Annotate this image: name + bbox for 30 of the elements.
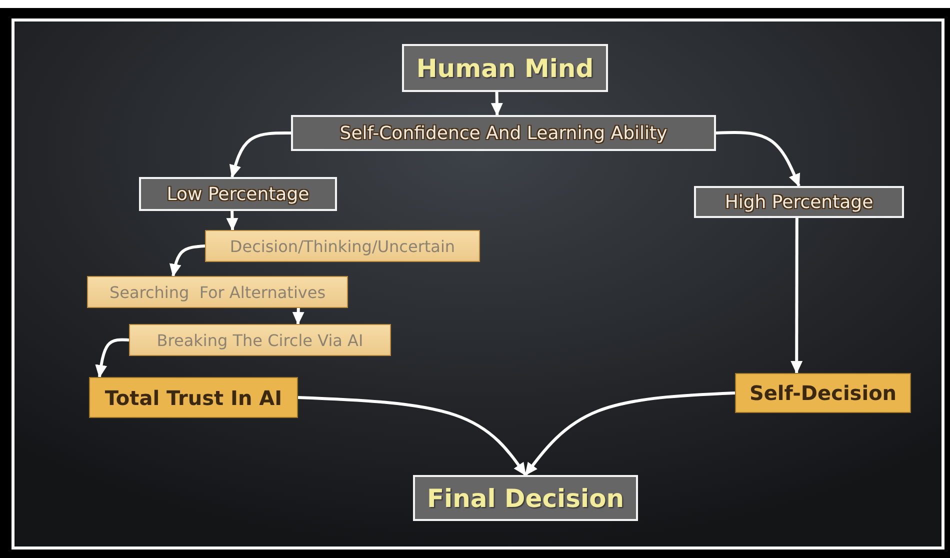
step-box <box>87 276 348 308</box>
box-label: Searching For Alternatives <box>109 282 326 302</box>
box-label: Breaking The Circle Via AI <box>156 330 364 350</box>
process-box <box>694 186 904 218</box>
arrow <box>524 392 736 476</box>
arrow <box>229 131 292 178</box>
title-box <box>413 475 638 521</box>
arrow <box>298 396 527 476</box>
result-box <box>89 377 298 418</box>
arrow <box>490 92 503 116</box>
box-label: Human Mind <box>416 54 594 82</box>
step-box <box>205 230 480 262</box>
arrow <box>790 218 803 374</box>
box-label: Decision/Thinking/Uncertain <box>230 236 456 256</box>
title-box <box>402 44 608 92</box>
box-label: Total Trust In AI <box>104 386 282 410</box>
box-label: Self-Confidence And Learning Ability <box>340 122 668 144</box>
process-box <box>139 177 337 211</box>
result-box <box>735 373 911 413</box>
box-label: Low Percentage <box>166 184 310 204</box>
arrow <box>95 338 130 378</box>
box-label: Self-Decision <box>749 381 897 405</box>
arrow <box>226 210 238 231</box>
arrow <box>716 130 800 187</box>
box-label: Final Decision <box>426 484 624 512</box>
step-box <box>129 324 391 356</box>
process-box <box>291 115 716 151</box>
arrow <box>292 308 304 325</box>
box-label: High Percentage <box>724 192 874 212</box>
arrow <box>169 244 206 277</box>
